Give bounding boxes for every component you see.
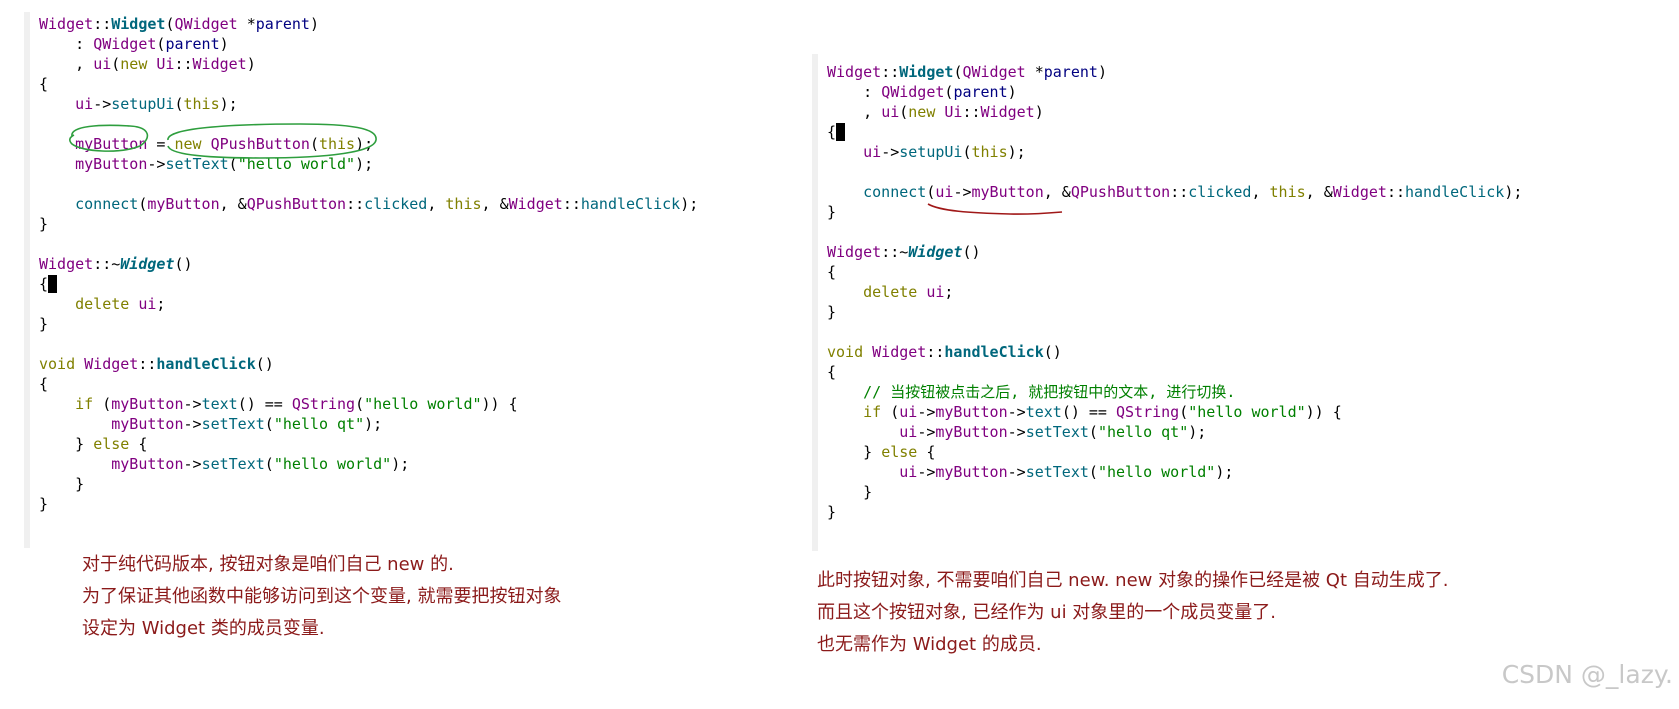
code-line: myButton->setText("hello world");	[111, 455, 410, 473]
note-left: 对于纯代码版本, 按钮对象是咱们自己 new 的. 为了保证其他函数中能够访问到…	[82, 549, 561, 645]
code-line: myButton->setText("hello world");	[75, 155, 374, 173]
code-line: Widget::Widget(QWidget *parent)	[827, 63, 1107, 81]
code-line: delete ui;	[863, 283, 954, 301]
note-line: 设定为 Widget 类的成员变量.	[82, 618, 325, 639]
code-comment: // 当按钮被点击之后, 就把按钮中的文本, 进行切换.	[863, 383, 1236, 401]
code-line: myButton = new QPushButton(this);	[75, 135, 374, 153]
code-line-blank	[39, 114, 698, 134]
code-line: {	[827, 263, 837, 281]
code-line: ui->setupUi(this);	[75, 95, 238, 113]
note-line: 而且这个按钮对象, 已经作为 ui 对象里的一个成员变量了.	[817, 602, 1277, 623]
text-cursor	[48, 275, 58, 293]
code-line: {	[827, 122, 1522, 142]
code-line: if (myButton->text() == QString("hello w…	[75, 395, 518, 413]
code-line-blank	[827, 222, 1522, 242]
code-line: connect(myButton, &QPushButton::clicked,…	[75, 195, 699, 213]
code-line: if (ui->myButton->text() == QString("hel…	[863, 403, 1342, 421]
note-line: 对于纯代码版本, 按钮对象是咱们自己 new 的.	[82, 554, 454, 575]
code-line-blank	[827, 162, 1522, 182]
code-line: }	[39, 215, 49, 233]
code-line: }	[827, 303, 837, 321]
code-line: {	[39, 75, 49, 93]
code-line: }	[827, 483, 873, 501]
code-line-blank	[39, 334, 698, 354]
code-line: : QWidget(parent)	[39, 35, 229, 53]
code-line: ui->myButton->setText("hello world");	[899, 463, 1234, 481]
code-line: {	[827, 363, 837, 381]
code-line: }	[827, 203, 837, 221]
note-line: 为了保证其他函数中能够访问到这个变量, 就需要把按钮对象	[82, 586, 562, 607]
code-line: void Widget::handleClick()	[827, 343, 1062, 361]
code-line: ui->myButton->setText("hello qt");	[899, 423, 1207, 441]
code-line-blank	[39, 234, 698, 254]
note-line: 此时按钮对象, 不需要咱们自己 new. new 对象的操作已经是被 Qt 自动…	[817, 570, 1449, 591]
code-line: } else {	[39, 435, 148, 453]
text-cursor	[836, 123, 846, 141]
code-line: void Widget::handleClick()	[39, 355, 274, 373]
code-line: {	[39, 274, 698, 294]
code-line: } else {	[827, 443, 936, 461]
code-line: Widget::~Widget()	[39, 255, 193, 273]
code-block-left: Widget::Widget(QWidget *parent) : QWidge…	[39, 14, 698, 514]
code-line: connect(ui->myButton, &QPushButton::clic…	[863, 183, 1523, 201]
watermark: CSDN @_lazy.	[1501, 660, 1673, 689]
code-editor-left: Widget::Widget(QWidget *parent) : QWidge…	[24, 12, 760, 548]
code-line: delete ui;	[75, 295, 166, 313]
code-editor-right: Widget::Widget(QWidget *parent) : QWidge…	[812, 54, 1618, 551]
code-line: , ui(new Ui::Widget)	[39, 55, 256, 73]
code-line: }	[827, 503, 837, 521]
code-line: }	[39, 475, 85, 493]
code-line: : QWidget(parent)	[827, 83, 1017, 101]
code-line: }	[39, 495, 49, 513]
code-line: myButton->setText("hello qt");	[111, 415, 383, 433]
note-right: 此时按钮对象, 不需要咱们自己 new. new 对象的操作已经是被 Qt 自动…	[817, 565, 1448, 661]
code-line: Widget::~Widget()	[827, 243, 981, 261]
code-line: }	[39, 315, 49, 333]
code-line-blank	[827, 322, 1522, 342]
code-line: , ui(new Ui::Widget)	[827, 103, 1044, 121]
note-line: 也无需作为 Widget 的成员.	[817, 634, 1042, 655]
code-line-blank	[39, 174, 698, 194]
code-line: {	[39, 375, 49, 393]
code-line: Widget::Widget(QWidget *parent)	[39, 15, 319, 33]
code-block-right: Widget::Widget(QWidget *parent) : QWidge…	[827, 62, 1522, 522]
code-line: ui->setupUi(this);	[863, 143, 1026, 161]
